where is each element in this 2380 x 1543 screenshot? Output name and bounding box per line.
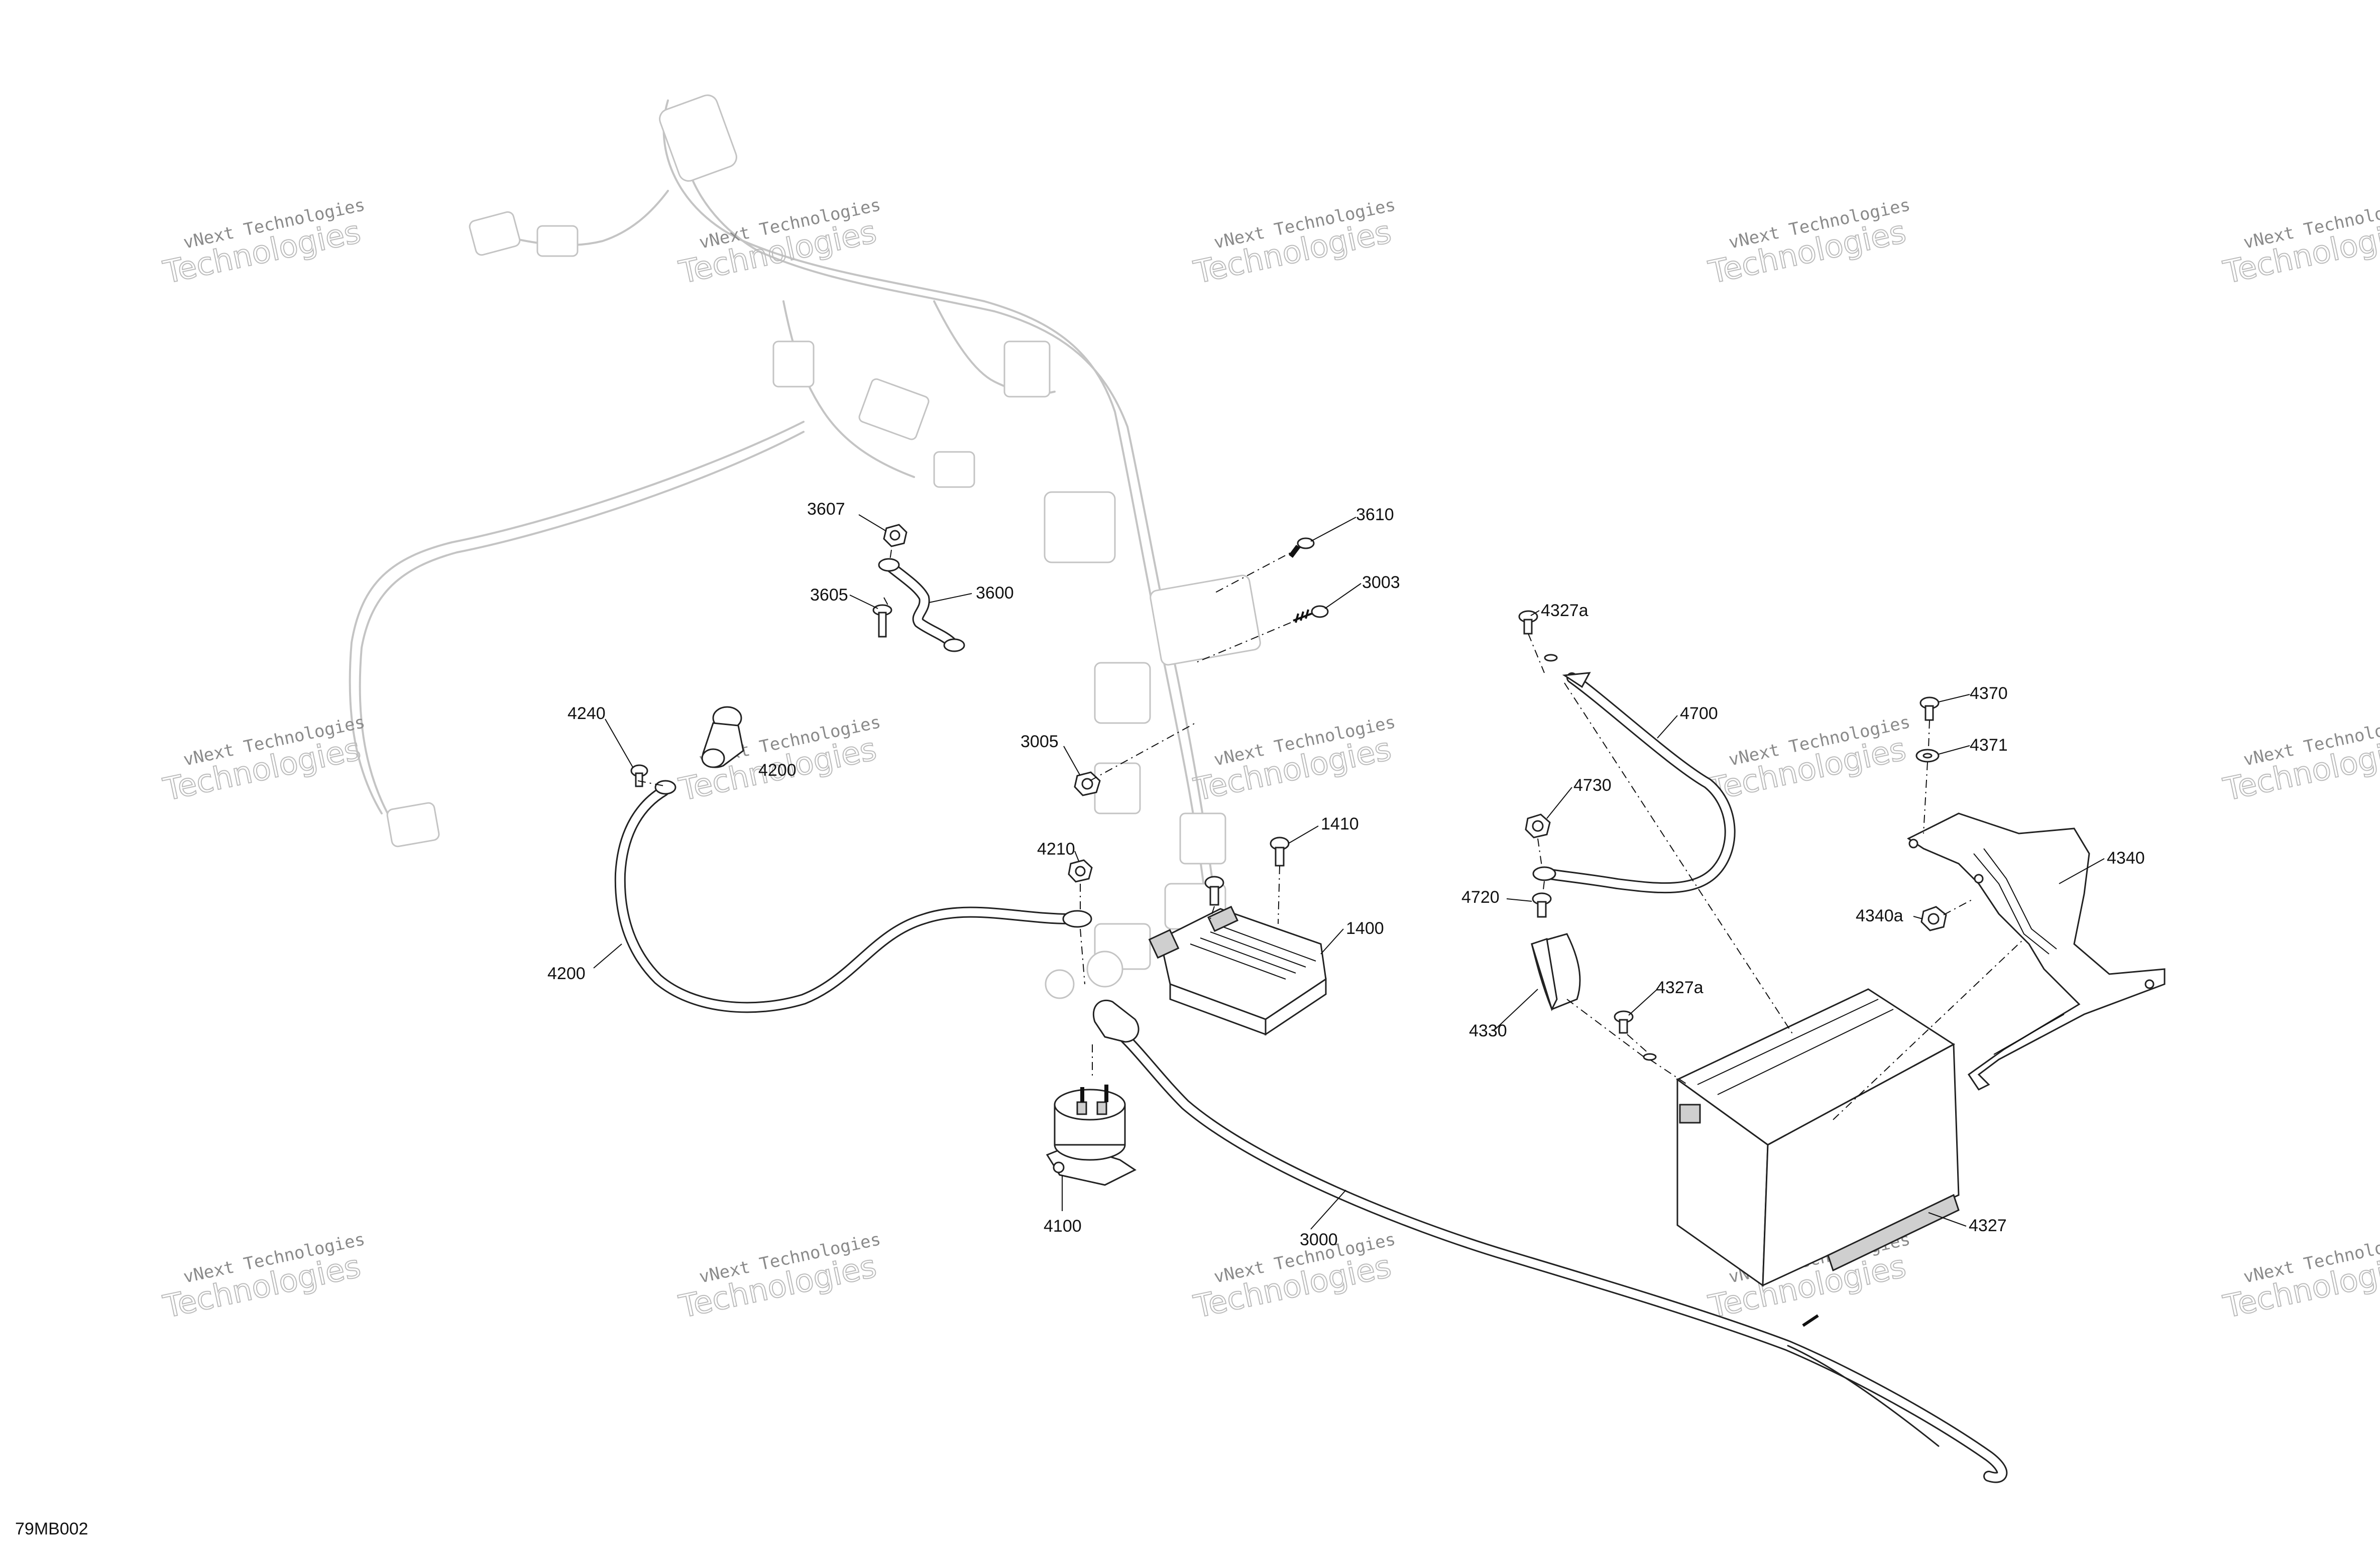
wiring-harness-outline — [349, 94, 1261, 999]
part-1410-screw[interactable] — [1204, 837, 1290, 906]
part-4340a-nut[interactable] — [1920, 906, 1947, 931]
part-4210-nut[interactable] — [1068, 859, 1093, 883]
callout-4330[interactable]: 4330 — [1469, 1021, 1507, 1040]
callout-3600[interactable]: 3600 — [976, 583, 1014, 603]
part-3607-nut[interactable] — [883, 524, 908, 547]
part-4720-screw[interactable] — [1532, 892, 1552, 918]
part-4200-battery-cable[interactable] — [614, 780, 1092, 1013]
part-4100-starter-solenoid[interactable] — [1046, 1085, 1137, 1186]
callout-4240[interactable]: 4240 — [568, 704, 606, 723]
callout-1410[interactable]: 1410 — [1321, 814, 1359, 834]
part-4730-nut[interactable] — [1525, 813, 1551, 839]
part-4327-battery[interactable] — [1676, 988, 1960, 1287]
callout-4327[interactable]: 4327 — [1969, 1216, 2007, 1235]
part-4371-washer[interactable] — [1915, 749, 1940, 763]
assembly-lines — [637, 547, 2024, 1120]
callout-4210[interactable]: 4210 — [1037, 840, 1075, 859]
callout-4100[interactable]: 4100 — [1044, 1217, 1082, 1236]
callout-1400[interactable]: 1400 — [1346, 919, 1384, 938]
callout-4720[interactable]: 4720 — [1461, 888, 1500, 907]
part-3005-nut[interactable] — [1074, 771, 1101, 796]
part-4370-screw[interactable] — [1919, 696, 1940, 721]
callout-4200-top[interactable]: 4200 — [758, 761, 797, 780]
callout-3610[interactable]: 3610 — [1356, 505, 1394, 524]
part-4327a-screw-bottom[interactable] — [1614, 1010, 1657, 1061]
part-4330-terminal-boot[interactable] — [1531, 933, 1581, 1012]
callout-4371[interactable]: 4371 — [1970, 736, 2008, 755]
part-3003-bolt[interactable] — [1293, 605, 1329, 623]
callout-4327a-bottom[interactable]: 4327a — [1656, 978, 1704, 997]
part-3605-screw[interactable] — [872, 604, 892, 638]
callout-leaders — [593, 514, 2105, 1230]
callout-3605[interactable]: 3605 — [810, 585, 848, 605]
callout-3607[interactable]: 3607 — [807, 500, 845, 519]
part-4327a-screw-top[interactable] — [1518, 610, 1558, 662]
part-4700-battery-cable[interactable] — [1532, 672, 1736, 894]
part-3600-ground-cable[interactable] — [878, 558, 965, 652]
figure-code: 79MB002 — [15, 1519, 88, 1538]
callout-4340a[interactable]: 4340a — [1856, 906, 1903, 925]
part-1400-voltage-regulator[interactable] — [1148, 905, 1327, 1036]
part-3000-main-cable[interactable] — [1092, 999, 2008, 1483]
part-4340-battery-bracket[interactable] — [1907, 812, 2166, 1091]
callout-3000[interactable]: 3000 — [1300, 1230, 1338, 1249]
callout-4327a-top[interactable]: 4327a — [1541, 601, 1589, 620]
callout-4200[interactable]: 4200 — [547, 964, 586, 983]
part-3610-screw[interactable] — [1289, 537, 1315, 558]
callout-4370[interactable]: 4370 — [1970, 684, 2008, 703]
callout-3005[interactable]: 3005 — [1021, 732, 1059, 751]
part-4240-screw[interactable] — [630, 764, 648, 787]
callout-4700[interactable]: 4700 — [1680, 704, 1718, 723]
part-4200-terminal-cap[interactable] — [701, 706, 744, 768]
callout-4730[interactable]: 4730 — [1573, 776, 1612, 795]
callout-3003[interactable]: 3003 — [1362, 573, 1400, 592]
callout-4340[interactable]: 4340 — [2107, 849, 2145, 868]
callout-labels: 3607 3610 3605 3600 3003 4327a 4240 4200… — [547, 500, 2145, 1249]
